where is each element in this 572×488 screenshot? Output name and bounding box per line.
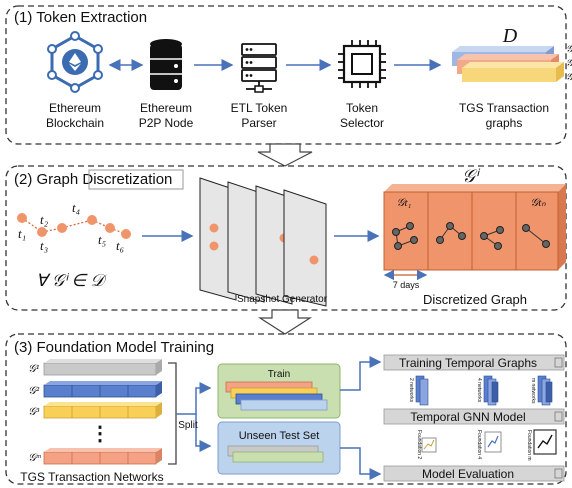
network-count-tag: 2 networks bbox=[408, 378, 414, 403]
chart-icon bbox=[484, 431, 502, 453]
window-icon bbox=[554, 468, 563, 479]
train-set-box bbox=[217, 363, 341, 419]
split-label: Split bbox=[178, 420, 198, 431]
section-token-extraction: (1) Token Extraction Ethereum Blockchain bbox=[5, 5, 572, 145]
item-label-line2: Blockchain bbox=[46, 116, 104, 130]
split-arrow bbox=[195, 414, 212, 452]
graph-node bbox=[121, 229, 131, 239]
network-count-tag: m networks bbox=[530, 378, 536, 404]
snapshot-graph bbox=[392, 222, 418, 250]
network-bar bbox=[43, 359, 162, 376]
edge-label: t₁ bbox=[18, 226, 26, 241]
item-label-line2: P2P Node bbox=[139, 116, 194, 130]
window-icon bbox=[554, 411, 563, 422]
network-label: 𝒢³ bbox=[28, 406, 40, 418]
database-icon bbox=[150, 39, 182, 90]
item-label-line1: Ethereum bbox=[140, 101, 192, 115]
split-arrow bbox=[176, 382, 212, 415]
network-count-tag: 4 networks bbox=[476, 378, 482, 403]
arrow bbox=[340, 356, 382, 391]
title-highlight-box bbox=[88, 169, 184, 190]
edge-label: t₅ bbox=[98, 232, 106, 247]
test-label: Unseen Test Set bbox=[239, 430, 320, 442]
edge-label: t₄ bbox=[72, 200, 81, 215]
training-temporal-graphs-bar bbox=[383, 354, 565, 371]
section-foundation-training: (3) Foundation Model Training bbox=[5, 333, 567, 485]
stack-label: 𝒢 bbox=[566, 58, 572, 69]
split-bracket bbox=[168, 362, 177, 465]
dataset-symbol: D bbox=[502, 25, 518, 47]
snapshot-graph bbox=[522, 224, 550, 248]
edge-label: t₃ bbox=[40, 238, 48, 253]
first-snapshot-label: 𝒢t₁ bbox=[397, 197, 412, 209]
stack-label: 𝒢 bbox=[566, 44, 572, 55]
stack-label: 𝒢 bbox=[566, 72, 572, 83]
network-label: 𝒢ᵐ bbox=[28, 452, 41, 464]
graph-node bbox=[57, 223, 67, 233]
chart-icon bbox=[421, 437, 437, 453]
snapshot-graph bbox=[436, 222, 466, 244]
network-bar bbox=[43, 448, 162, 465]
item-label-line1: Ethereum bbox=[49, 101, 101, 115]
network-label: 𝒢² bbox=[28, 385, 40, 397]
foundation-tag: Foundation m bbox=[526, 430, 532, 461]
edge-label: t₆ bbox=[116, 238, 124, 253]
item-label-line2: Selector bbox=[340, 116, 384, 130]
flow-down-arrow bbox=[257, 143, 313, 167]
network-label: 𝒢¹ bbox=[28, 363, 39, 375]
training-graphs-label: Training Temporal Graphs bbox=[399, 356, 537, 370]
flow-down-arrow bbox=[257, 309, 313, 335]
mini-dataset-stack bbox=[483, 375, 499, 406]
model-evaluation-bar bbox=[383, 465, 565, 482]
ethereum-hexagon-icon bbox=[47, 31, 103, 93]
edge-label: t₂ bbox=[40, 212, 49, 227]
networks-label: TGS Transaction Networks bbox=[20, 470, 163, 484]
for-all-expression: ∀ 𝒢ⁱ ∈ 𝒟 bbox=[36, 271, 107, 290]
discretized-graph-block bbox=[383, 184, 566, 271]
graph-node bbox=[37, 227, 47, 237]
mini-dataset-stack bbox=[537, 375, 553, 406]
discretized-graph-label: Discretized Graph bbox=[423, 292, 527, 307]
ellipsis: ⋮ bbox=[90, 423, 110, 445]
item-label-line1: Token bbox=[346, 101, 378, 115]
gnn-model-label: Temporal GNN Model bbox=[410, 410, 525, 424]
network-bar bbox=[43, 402, 162, 419]
window-icon bbox=[554, 357, 563, 368]
transaction-graph: t₁ t₂ t₃ t₄ t₅ t₆ bbox=[17, 200, 131, 253]
section-title: (3) Foundation Model Training bbox=[14, 339, 214, 356]
stacked-layers-icon bbox=[452, 46, 564, 82]
server-icon bbox=[241, 43, 277, 93]
temporal-gnn-bar bbox=[383, 408, 565, 425]
duration-label: 7 days bbox=[393, 280, 420, 290]
train-label: Train bbox=[268, 369, 290, 380]
graph-symbol: 𝒢ⁱ bbox=[462, 166, 481, 186]
section-graph-discretization: (2) Graph Discretization t₁ t₂ t₃ t₄ t₅ … bbox=[5, 165, 567, 311]
snapshot-graph bbox=[480, 226, 504, 250]
chart-icon bbox=[533, 429, 557, 455]
item-label-line1: ETL Token bbox=[231, 101, 288, 115]
section-title: (1) Token Extraction bbox=[14, 9, 147, 26]
network-bar bbox=[43, 381, 162, 398]
arrow bbox=[340, 447, 382, 480]
evaluation-label: Model Evaluation bbox=[422, 467, 514, 481]
item-label-line2: graphs bbox=[486, 116, 523, 130]
item-label-line1: TGS Transaction bbox=[459, 101, 549, 115]
snapshot-generator-label: Snapshot Generator bbox=[237, 294, 328, 305]
section-title: (2) Graph Discretization bbox=[14, 171, 172, 188]
snapshot-panel bbox=[199, 177, 237, 301]
snapshot-panel bbox=[283, 189, 327, 307]
graph-node bbox=[105, 223, 115, 233]
item-label-line2: Parser bbox=[241, 116, 276, 130]
foundation-tag: Foundation 4 bbox=[476, 430, 482, 459]
last-snapshot-label: 𝒢tₙ bbox=[530, 197, 546, 209]
graph-node bbox=[87, 215, 97, 225]
foundation-tag: Foundation 2 bbox=[416, 430, 422, 459]
graph-node bbox=[17, 213, 27, 223]
mini-dataset-stack bbox=[415, 375, 429, 406]
snapshot-generator bbox=[199, 177, 327, 307]
cpu-chip-icon bbox=[338, 40, 386, 88]
